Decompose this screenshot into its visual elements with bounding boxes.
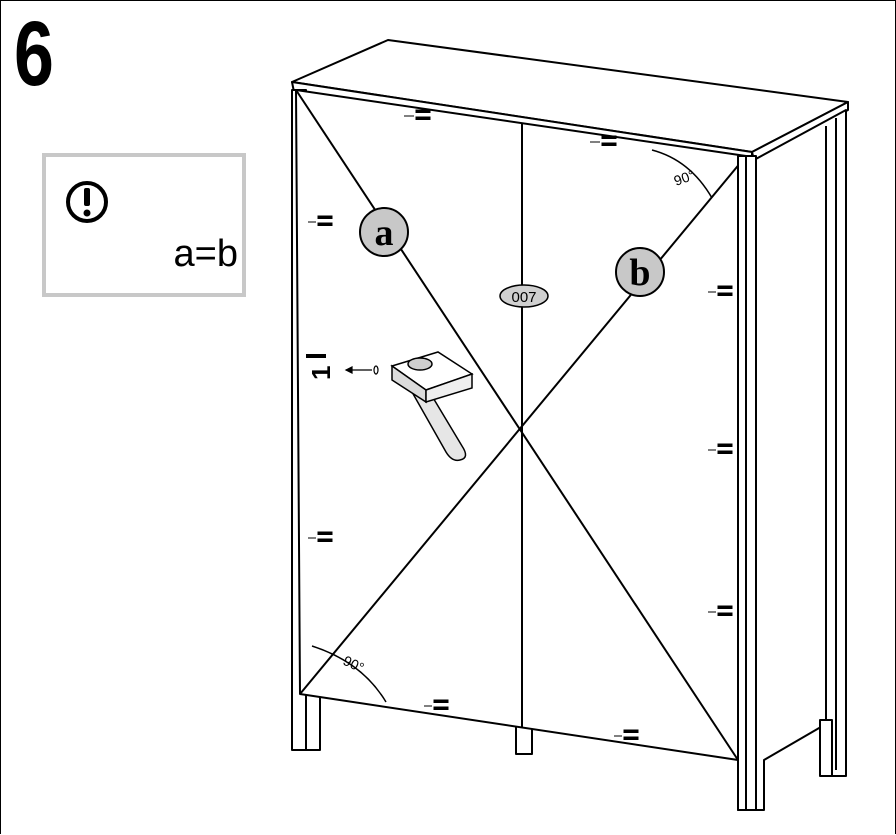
part-code-badge: 007 [499,284,549,308]
nail-mark [708,605,733,616]
nail-mark [424,699,449,710]
nail-arrow [344,365,379,375]
label-b-badge: b [615,247,665,297]
part-code: 007 [511,289,536,306]
angle-arc-bottom [311,645,387,703]
diagonal-a [295,89,739,761]
angle-arc-top [651,149,713,199]
diagonal-b [299,155,747,695]
note-box: a=b [42,153,246,297]
exclamation-circle-icon [66,181,108,223]
nail-marks [308,109,733,740]
label-a-badge: a [359,207,409,257]
angle-label-top: 90° [672,167,697,189]
label-b: b [629,252,650,294]
nail-mark [404,109,431,120]
hammer-icon [390,351,474,462]
nail-mark [708,285,733,296]
nail-mark [708,443,733,454]
nail-mark [308,531,333,542]
nail-mark [614,729,639,740]
label-a: a [375,212,394,254]
step-number: 6 [14,3,54,105]
svg-text:1: 1 [306,366,336,380]
nail-mark-large: 1 [306,354,336,380]
nail-mark [590,135,617,146]
note-text: a=b [173,233,238,275]
nail-mark [308,215,333,226]
